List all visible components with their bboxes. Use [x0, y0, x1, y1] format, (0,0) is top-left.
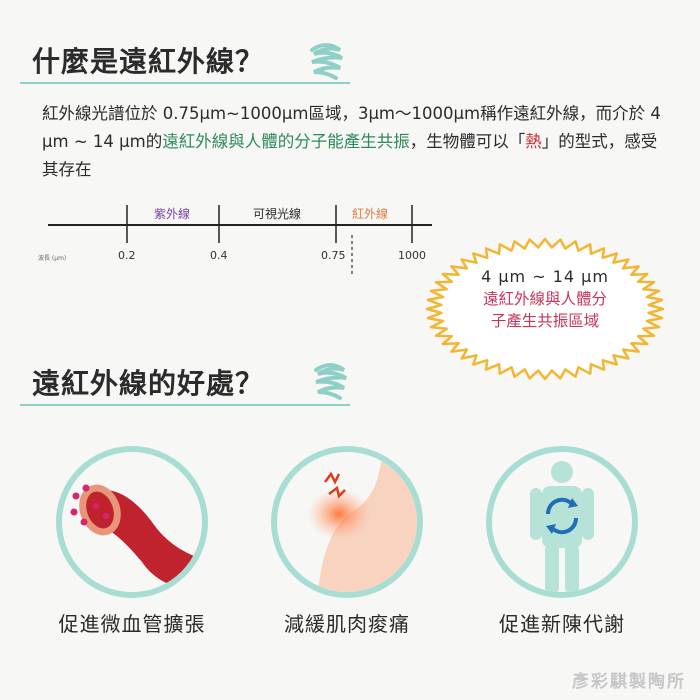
brand-watermark: 彥彩騏製陶所 [572, 672, 686, 692]
wavelength-label: 波長 (µm) [38, 255, 67, 262]
resonance-line-1: 遠紅外線與人體分 [482, 290, 607, 308]
benefit-capillary: 促進微血管擴張 [47, 446, 217, 637]
benefit-metabolism: 促進新陳代謝 [477, 446, 647, 637]
tick-0-2: 0.2 [118, 249, 136, 262]
benefit-circle [271, 446, 423, 598]
muscle-pain-icon [307, 462, 417, 592]
benefit-label: 促進微血管擴張 [58, 612, 206, 636]
title-underline-2 [20, 404, 350, 406]
resonance-starburst [425, 237, 665, 381]
title-underline [20, 82, 350, 84]
band-uv: 紫外線 [154, 207, 191, 221]
intro-highlight-heat: 熱 [525, 132, 542, 151]
tick-0-4: 0.4 [210, 249, 228, 262]
intro-highlight-resonance: 遠紅外線與人體的分子能產生共振 [162, 132, 410, 151]
resonance-text: 4 μm ~ 14 μm 遠紅外線與人體分 子產生共振區域 [455, 266, 635, 332]
benefit-circle [486, 446, 638, 598]
tick-0-75: 0.75 [321, 249, 346, 262]
swirl-logo-icon [310, 43, 343, 80]
benefit-label: 減緩肌肉痠痛 [284, 612, 410, 636]
swirl-logo-icon-2 [314, 363, 347, 400]
blood-vessel-icon [70, 484, 202, 592]
intro-text-3: 」的型式，感受其存在 [42, 132, 658, 179]
band-infrared: 紅外線 [352, 207, 389, 221]
benefit-label: 促進新陳代謝 [499, 612, 625, 636]
band-visible: 可視光線 [253, 207, 302, 221]
intro-paragraph: 紅外線光譜位於 0.75µm~1000µm區域，3µm～1000µm稱作遠紅外線… [42, 100, 672, 184]
intro-text-2: ，生物體可以「 [409, 132, 526, 151]
spectrum-diagram: 波長 (µm) 紫外線 可視光線 紅外線 0.2 0.4 0.75 1000 [0, 195, 460, 275]
metabolism-icon [530, 461, 594, 592]
benefit-circle [56, 446, 208, 598]
resonance-line-2: 子產生共振區域 [490, 312, 600, 330]
intro-text-1: 紅外線光譜位於 0.75µm~1000µm區域，3µm～1000µm稱作遠紅外線… [42, 104, 661, 151]
section-title-benefits: 遠紅外線的好處？ [32, 367, 265, 400]
benefit-muscle: 減緩肌肉痠痛 [262, 446, 432, 637]
section-title-what-is-far-infrared: 什麼是遠紅外線？ [32, 45, 265, 78]
spectrum-axis [48, 205, 432, 275]
resonance-range: 4 μm ~ 14 μm [481, 267, 609, 286]
tick-1000: 1000 [398, 249, 426, 262]
